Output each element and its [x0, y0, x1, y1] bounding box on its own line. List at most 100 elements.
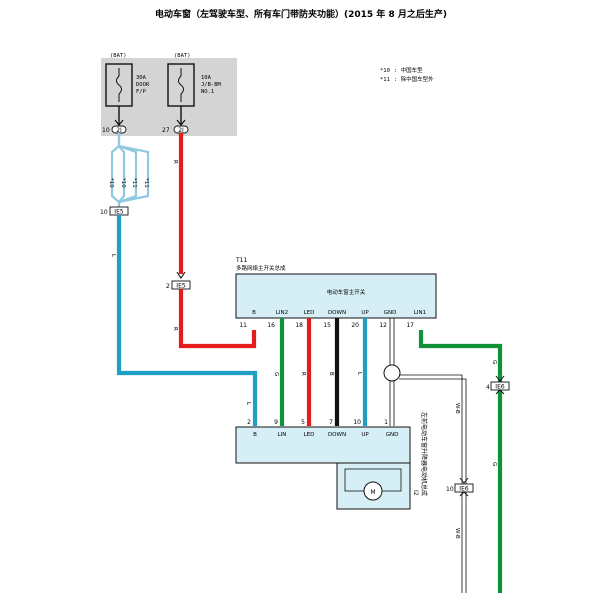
- legend-mark-11: *11: [380, 77, 390, 83]
- svg-text:LED: LED: [304, 310, 315, 316]
- wire-label-wb-1: W-B: [454, 403, 460, 414]
- svg-text:LED: LED: [304, 432, 315, 438]
- svg-text:GND: GND: [384, 310, 397, 316]
- svg-text:UP: UP: [361, 310, 369, 316]
- legend-text-10: : 中国车型: [394, 66, 423, 74]
- master-switch-title: 多路网络主开关总成: [236, 264, 286, 272]
- svg-text:2: 2: [247, 419, 251, 426]
- wire-mark-star10: *10: [108, 178, 114, 188]
- diagram-title: 电动车窗（左驾驶车型、所有车门带防夹功能）(2015 年 8 月之后生产): [155, 8, 447, 20]
- svg-text:2I: 2I: [116, 127, 122, 134]
- svg-text:DOWN: DOWN: [328, 432, 346, 438]
- svg-text:IE5: IE5: [176, 283, 186, 290]
- junction-block-panel: [101, 58, 237, 136]
- splice-ie6-gnd: IE6 10: [446, 477, 474, 497]
- connector-2i-door: 2I 10: [102, 125, 127, 134]
- svg-text:15: 15: [323, 322, 331, 329]
- wire-label-green: G: [273, 372, 279, 376]
- wire-red-switch-b: [178, 289, 257, 349]
- svg-text:5: 5: [301, 419, 305, 426]
- wire-label-blue-1: L: [110, 254, 116, 258]
- svg-text:DOWN: DOWN: [328, 310, 346, 316]
- motor-pin-numbers: 2 9 5 7 10 1: [247, 419, 388, 426]
- master-switch-box: [235, 273, 437, 319]
- svg-text:1: 1: [384, 419, 388, 426]
- splice-ie5-mid: IE5 2: [166, 280, 191, 290]
- wire-label-wb-2: W-B: [454, 528, 460, 539]
- svg-text:12: 12: [379, 322, 387, 329]
- connector-arrow-icon: [114, 119, 124, 126]
- svg-text:IE6: IE6: [459, 486, 469, 493]
- svg-text:10: 10: [446, 486, 454, 493]
- svg-text:16: 16: [267, 322, 275, 329]
- svg-text:LIN1: LIN1: [414, 310, 426, 316]
- fuse-jb-bat: (BAT): [174, 53, 191, 59]
- fuse-symbol-icon: [116, 68, 122, 102]
- svg-text:IE6: IE6: [495, 384, 505, 391]
- connector-arrow-icon: [176, 271, 186, 279]
- fuse-door-rating: 30A: [136, 75, 147, 81]
- master-switch-ref: T11: [235, 257, 247, 264]
- svg-text:11: 11: [239, 322, 247, 329]
- legend-text-11: : 除中国车型外: [394, 75, 434, 83]
- variant-branch-wires: *10 *10 *11 *11: [108, 133, 150, 210]
- svg-text:2: 2: [166, 283, 170, 290]
- motor-unit: B LIN LED DOWN UP GND M 左前电动车窗升降器电动机总成 I…: [235, 412, 428, 510]
- svg-text:9: 9: [274, 419, 278, 426]
- legend-mark-10: *10: [380, 68, 390, 74]
- wire-blue-power: [116, 215, 258, 426]
- svg-text:IE5: IE5: [114, 209, 124, 216]
- ground-splice-icon: [383, 364, 401, 382]
- svg-text:10: 10: [100, 209, 108, 216]
- svg-text:LIN2: LIN2: [276, 310, 288, 316]
- svg-text:B: B: [253, 432, 257, 438]
- master-switch: T11 多路网络主开关总成 电动车窗主开关: [235, 257, 437, 319]
- wire-mark-star11-b: *11: [143, 178, 149, 188]
- master-switch-inner: 电动车窗主开关: [327, 288, 366, 296]
- motor-unit-box: [235, 426, 411, 464]
- svg-text:LIN: LIN: [278, 432, 287, 438]
- svg-text:10: 10: [353, 419, 361, 426]
- legend: *10 : 中国车型 *11 : 除中国车型外: [380, 66, 434, 83]
- wire-label-green-3: G: [491, 462, 497, 466]
- fuse-symbol-icon: [178, 68, 184, 102]
- fuse-door-name: DOOR: [136, 82, 150, 88]
- master-switch-pins: B LIN2 LED DOWN UP GND LIN1 11 16 18 15 …: [239, 310, 426, 329]
- svg-text:B: B: [252, 310, 256, 316]
- gnd-wires: W-B W-B: [383, 318, 467, 593]
- svg-text:GND: GND: [386, 432, 399, 438]
- fuse-door-bat: (BAT): [110, 53, 127, 59]
- wire-label-red-2: R: [172, 327, 178, 331]
- connector-2i-jb: 2I 27: [162, 125, 189, 134]
- wire-label-red-1: R: [172, 160, 178, 164]
- wire-mark-star11: *11: [131, 178, 137, 188]
- fuse-door: (BAT) 30A DOOR F/P: [105, 53, 150, 107]
- fuse-jb-rating: 10A: [201, 75, 212, 81]
- motor-unit-title: 左前电动车窗升降器电动机总成: [420, 412, 428, 496]
- svg-text:4: 4: [486, 384, 490, 391]
- svg-text:7: 7: [329, 419, 333, 426]
- wire-label-green-2: G: [491, 360, 497, 364]
- svg-text:2I: 2I: [178, 127, 184, 134]
- motor-icon: [363, 481, 383, 501]
- wire-label-blue-2: L: [245, 402, 251, 406]
- svg-text:20: 20: [351, 322, 359, 329]
- connector-2i-jb-pin: 27: [162, 127, 170, 134]
- svg-text:17: 17: [406, 322, 414, 329]
- splice-ie5-top: IE5 10: [100, 206, 129, 216]
- connector-arrow-icon: [176, 119, 186, 126]
- svg-text:18: 18: [295, 322, 303, 329]
- connector-2i-door-pin: 10: [102, 127, 110, 134]
- fuse-jb-name: J/B-BM: [201, 82, 222, 88]
- fuse-jb-sub: NO.1: [201, 89, 214, 95]
- wire-green-lin1: [418, 330, 503, 593]
- motor-unit-ref: I2: [412, 490, 419, 496]
- wire-label-blue-up: L: [356, 372, 362, 376]
- wire-label-red-led: R: [300, 372, 306, 376]
- wire-mark-star10-b: *10: [120, 178, 126, 188]
- fuse-door-sub: F/P: [136, 89, 147, 95]
- splice-ie6-lin: IE6 4: [486, 375, 510, 395]
- motor-symbol: M: [370, 489, 375, 496]
- wire-label-black: B: [328, 372, 334, 376]
